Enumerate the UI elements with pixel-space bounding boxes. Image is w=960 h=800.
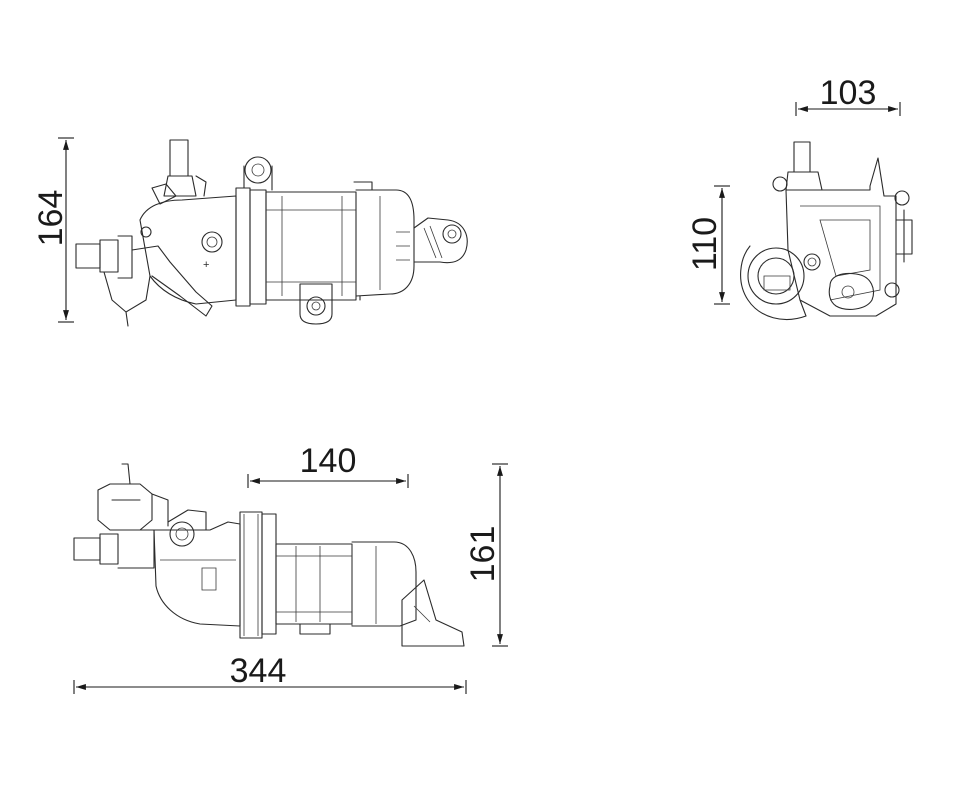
side-view: + bbox=[75, 139, 468, 327]
dimension-label-110: 110 bbox=[686, 217, 724, 271]
dimension-label-103: 103 bbox=[820, 74, 877, 112]
dimension-161: 161 bbox=[464, 463, 508, 647]
dimension-164: 164 bbox=[32, 137, 74, 323]
dimension-label-344: 344 bbox=[230, 652, 287, 690]
top-view bbox=[73, 463, 465, 647]
dimension-344: 344 bbox=[73, 652, 467, 694]
dimension-label-164: 164 bbox=[32, 190, 70, 247]
dimension-110: 110 bbox=[686, 185, 730, 305]
dimension-140: 140 bbox=[247, 442, 409, 488]
dimension-103: 103 bbox=[795, 74, 901, 116]
plus-mark: + bbox=[203, 259, 209, 271]
dimension-label-161: 161 bbox=[464, 526, 502, 583]
end-view bbox=[740, 141, 913, 320]
dimension-label-140: 140 bbox=[300, 442, 357, 480]
